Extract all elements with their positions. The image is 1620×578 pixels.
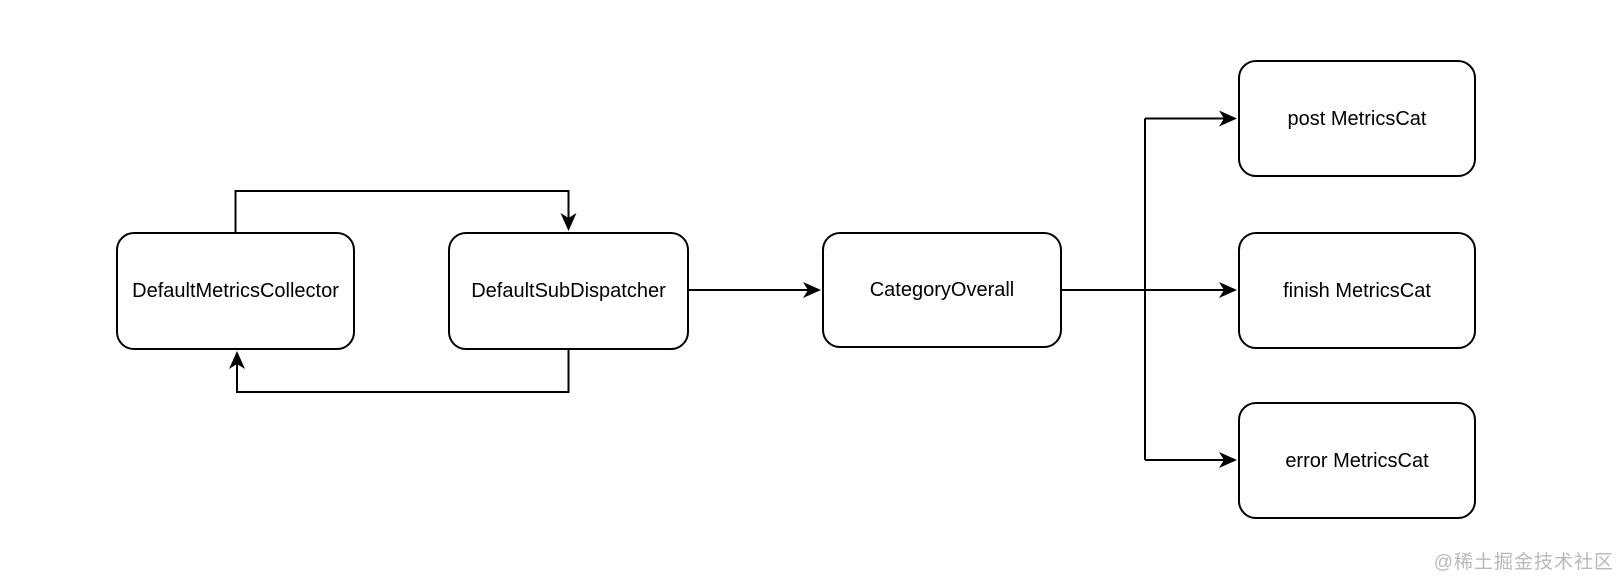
node-label: error MetricsCat [1285, 449, 1429, 472]
node-label: DefaultSubDispatcher [471, 280, 666, 302]
node-label: DefaultMetricsCollector [132, 280, 339, 302]
node-post-metrics-cat: post MetricsCat [1238, 60, 1476, 177]
arrowhead-into-collector-icon [229, 351, 245, 369]
arrowhead-into-error-icon [1219, 452, 1237, 468]
arrowhead-into-finish-icon [1219, 282, 1237, 298]
node-default-sub-dispatcher: DefaultSubDispatcher [448, 232, 689, 350]
node-label: post MetricsCat [1287, 107, 1427, 130]
arrowhead-into-dispatcher-icon [560, 213, 577, 231]
node-finish-metrics-cat: finish MetricsCat [1238, 232, 1476, 349]
node-error-metrics-cat: error MetricsCat [1238, 402, 1476, 519]
node-default-metrics-collector: DefaultMetricsCollector [116, 232, 355, 350]
watermark: @稀土掘金技术社区 [1433, 552, 1614, 573]
edge-dispatcher-to-collector [236, 350, 570, 393]
node-label: finish MetricsCat [1283, 279, 1431, 302]
node-label: CategoryOverall [869, 279, 1015, 301]
node-category-overall: CategoryOverall [822, 232, 1062, 348]
edge-collector-to-dispatcher [234, 190, 570, 232]
arrowhead-into-post-icon [1219, 110, 1237, 127]
arrowhead-into-category-icon [803, 282, 821, 298]
